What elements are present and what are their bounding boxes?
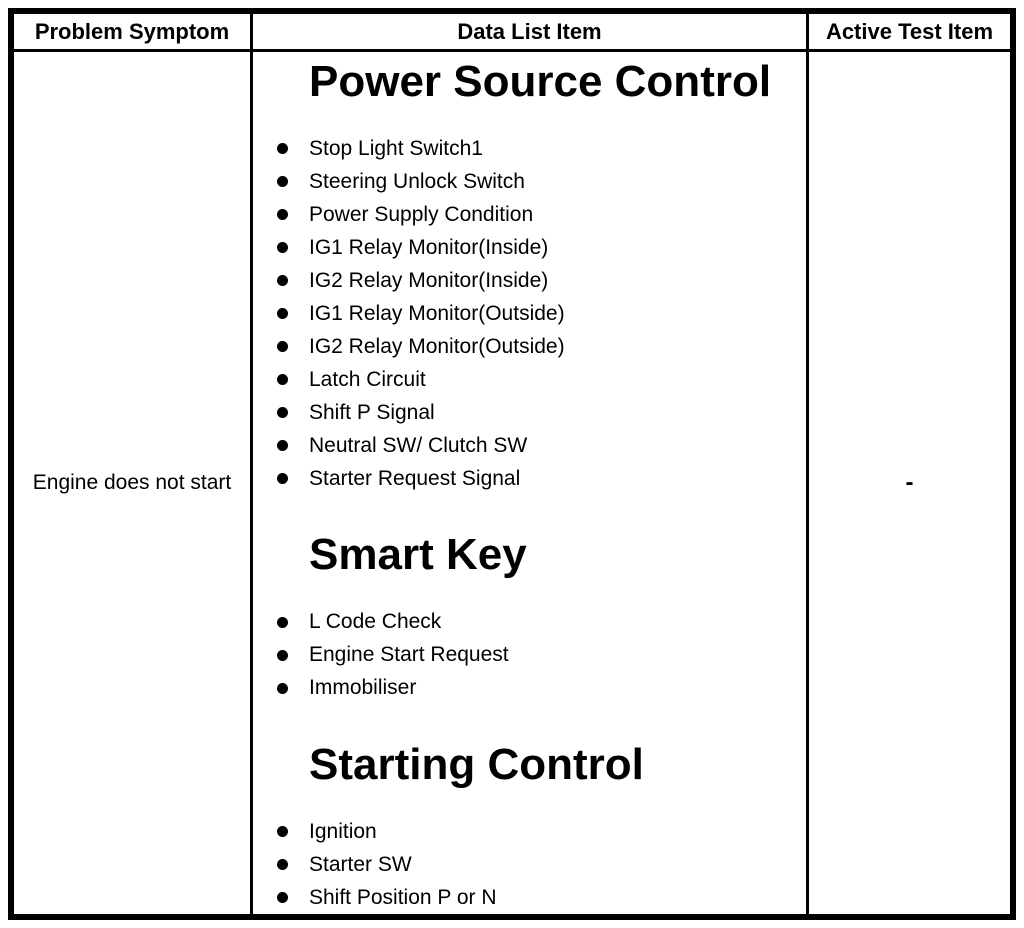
bullet-icon	[277, 859, 288, 871]
data-list-cell: Power Source Control Stop Light Switch1 …	[253, 52, 809, 914]
list-item-label: IG2 Relay Monitor(Outside)	[309, 334, 565, 358]
section-starting-control: Starting Control Ignition Starter SW	[253, 739, 806, 914]
list-item: Latch Circuit	[253, 363, 806, 396]
list-item-label: Power Supply Condition	[309, 202, 534, 226]
section-smart-key: Smart Key L Code Check Engine Start Requ…	[253, 530, 806, 705]
list-item-label: IG1 Relay Monitor(Inside)	[309, 235, 549, 259]
list-item: Immobiliser	[253, 672, 806, 705]
bullet-icon	[277, 341, 288, 353]
list-item-label: Latch Circuit	[309, 367, 426, 391]
bullet-icon	[277, 440, 288, 452]
list-item: IG2 Relay Monitor(Inside)	[253, 264, 806, 297]
list-item: Shift Position P or N	[253, 881, 806, 914]
problem-symptom-cell: Engine does not start	[14, 52, 253, 914]
smart-key-list: L Code Check Engine Start Request Immobi…	[253, 606, 806, 705]
bullet-icon	[277, 209, 288, 221]
list-item-label: L Code Check	[309, 610, 442, 634]
list-item: Starter Request Signal	[253, 462, 806, 495]
bullet-icon	[277, 649, 288, 661]
problem-symptom-text: Engine does not start	[32, 470, 232, 494]
list-item: Neutral SW/ Clutch SW	[253, 429, 806, 462]
table-header-row: Problem Symptom Data List Item Active Te…	[14, 14, 1010, 52]
active-test-value: -	[905, 469, 914, 496]
bullet-icon	[277, 242, 288, 254]
list-item: Steering Unlock Switch	[253, 165, 806, 198]
column-header-problem-symptom: Problem Symptom	[14, 14, 253, 49]
bullet-icon	[277, 826, 288, 838]
section-power-source-control: Power Source Control Stop Light Switch1 …	[253, 57, 806, 495]
list-item: IG1 Relay Monitor(Outside)	[253, 297, 806, 330]
bullet-icon	[277, 407, 288, 419]
list-item-label: IG1 Relay Monitor(Outside)	[309, 301, 565, 325]
list-item: Shift P Signal	[253, 396, 806, 429]
section-heading: Starting Control	[309, 739, 644, 789]
list-item-label: Neutral SW/ Clutch SW	[309, 433, 528, 457]
list-item-label: IG2 Relay Monitor(Inside)	[309, 268, 549, 292]
bullet-icon	[277, 176, 288, 188]
list-item: IG1 Relay Monitor(Inside)	[253, 231, 806, 264]
bullet-icon	[277, 143, 288, 155]
bullet-icon	[277, 473, 288, 485]
list-item-label: Immobiliser	[309, 676, 417, 700]
bullet-icon	[277, 616, 288, 628]
column-header-active-test-item: Active Test Item	[825, 18, 994, 44]
list-item-label: Starter SW	[309, 852, 412, 876]
active-test-cell: -	[809, 52, 1010, 914]
list-item: Power Supply Condition	[253, 198, 806, 231]
list-item-label: Ignition	[309, 819, 377, 843]
symptom-table: Problem Symptom Data List Item Active Te…	[8, 8, 1016, 920]
section-heading: Smart Key	[309, 530, 527, 580]
list-item-label: Stop Light Switch1	[309, 136, 483, 160]
list-item-label: Shift P Signal	[309, 400, 435, 424]
list-item: Stop Light Switch1	[253, 132, 806, 165]
list-item: Engine Start Request	[253, 639, 806, 672]
bullet-icon	[277, 308, 288, 320]
bullet-icon	[277, 275, 288, 287]
list-item-label: Steering Unlock Switch	[309, 169, 525, 193]
list-item-label: Shift Position P or N	[309, 885, 497, 909]
list-item: IG2 Relay Monitor(Outside)	[253, 330, 806, 363]
bullet-icon	[277, 892, 288, 904]
starting-control-list: Ignition Starter SW Shift Position P or …	[253, 815, 806, 914]
power-source-control-list: Stop Light Switch1 Steering Unlock Switc…	[253, 132, 806, 495]
bullet-icon	[277, 374, 288, 386]
list-item-label: Starter Request Signal	[309, 466, 521, 490]
section-heading: Power Source Control	[309, 57, 772, 106]
list-item: Ignition	[253, 815, 806, 848]
bullet-icon	[277, 682, 288, 694]
list-item-label: Engine Start Request	[309, 643, 509, 667]
table-row: Engine does not start Power Source Contr…	[14, 52, 1010, 914]
list-item: Starter SW	[253, 848, 806, 881]
column-header-data-list-item: Data List Item	[253, 14, 809, 49]
list-item: L Code Check	[253, 606, 806, 639]
